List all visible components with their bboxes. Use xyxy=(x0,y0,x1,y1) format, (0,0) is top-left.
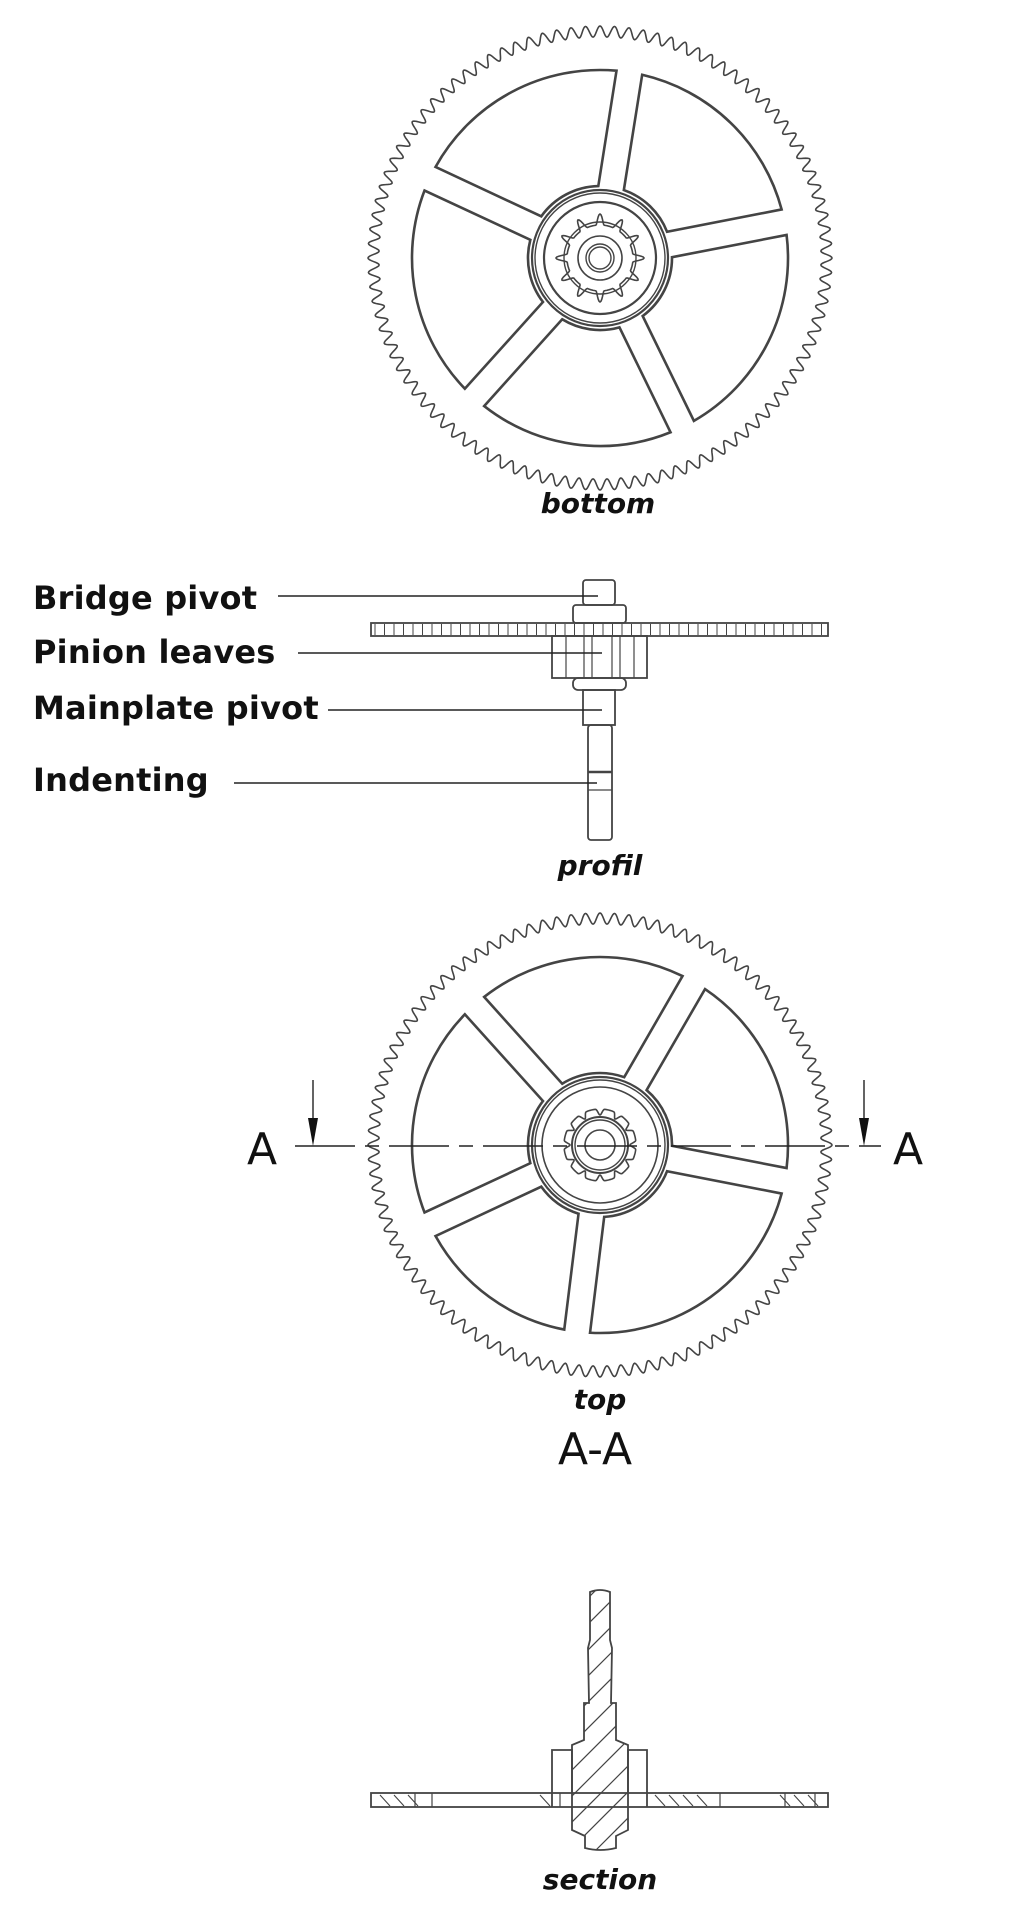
section-hatch xyxy=(668,1794,680,1807)
wheel-cutout xyxy=(588,1169,784,1335)
caption-bottom: bottom xyxy=(540,487,656,520)
arbor-ring-inner xyxy=(574,1119,626,1171)
section-hatch xyxy=(807,1794,819,1807)
wheel-cutout xyxy=(410,188,545,391)
section-view xyxy=(370,1589,829,1851)
section-hatch xyxy=(407,1794,419,1807)
section-hatch xyxy=(379,1794,391,1807)
top-view-gear xyxy=(367,912,833,1378)
hub-ring xyxy=(534,1079,666,1211)
section-hatch xyxy=(696,1794,708,1807)
arrow-head-right xyxy=(859,1118,869,1146)
pivot xyxy=(584,1129,616,1161)
caption-section: section xyxy=(542,1863,658,1896)
wheel-cutout xyxy=(622,73,784,234)
pinion-leaves xyxy=(563,1108,637,1182)
section-marker-right: A xyxy=(893,1124,924,1175)
caption-profil: profil xyxy=(557,849,643,882)
hub-outer xyxy=(530,188,670,328)
wheel-cutout xyxy=(482,955,685,1086)
caption-top: top xyxy=(573,1383,627,1416)
section-arbor xyxy=(571,1589,629,1851)
profile-mainplate-pivot xyxy=(582,689,616,726)
arbor-ring xyxy=(577,235,623,281)
wheel-cutout xyxy=(433,1185,580,1332)
section-hatch xyxy=(793,1794,805,1807)
profile-view xyxy=(370,579,829,841)
callout-leaders xyxy=(234,595,602,784)
wheel-cutout xyxy=(433,68,619,218)
callout-mainplate-pivot: Mainplate pivot xyxy=(33,689,319,727)
section-marker-left: A xyxy=(247,1124,278,1175)
arbor-ring xyxy=(571,1116,629,1174)
profile-gear-rim xyxy=(370,622,829,637)
callout-pinion-leaves: Pinion leaves xyxy=(33,633,276,671)
wheel-cutout xyxy=(644,987,790,1170)
section-arbor-hatch xyxy=(572,1590,628,1850)
section-hatch xyxy=(654,1794,666,1807)
section-hatch xyxy=(572,1590,628,1601)
section-hatch xyxy=(572,1590,628,1653)
pivot-inner xyxy=(588,246,612,270)
section-hatch xyxy=(572,1805,628,1850)
wheel-cutout xyxy=(641,233,790,423)
pivot-outer xyxy=(585,243,615,273)
section-hatch xyxy=(572,1649,628,1731)
section-hatch xyxy=(572,1675,628,1757)
section-hatch xyxy=(572,1753,628,1835)
pinion-root xyxy=(563,221,637,295)
callout-indenting: Indenting xyxy=(33,761,209,799)
gear-teeth xyxy=(367,912,833,1378)
hub-inner xyxy=(542,200,658,316)
profile-lower-collar xyxy=(572,677,627,691)
section-hatch xyxy=(572,1597,628,1679)
section-hatch xyxy=(572,1590,628,1627)
section-hatch xyxy=(393,1794,405,1807)
section-title: A-A xyxy=(558,1424,633,1475)
section-plate xyxy=(370,1792,829,1808)
bottom-view-gear xyxy=(367,25,833,491)
profile-bridge-pivot xyxy=(582,579,616,606)
hub-inner xyxy=(541,1086,659,1204)
hub-ring xyxy=(534,192,666,324)
wheel-cutout xyxy=(482,317,673,448)
section-hatch xyxy=(682,1794,694,1807)
section-hatch xyxy=(572,1623,628,1705)
section-collar xyxy=(551,1749,648,1807)
wheel-cutout xyxy=(410,1012,545,1215)
section-hatch xyxy=(539,1794,551,1807)
pinion-leaves xyxy=(554,212,646,304)
callout-bridge-pivot: Bridge pivot xyxy=(33,579,258,617)
gear-teeth xyxy=(367,25,833,491)
section-line-a-a xyxy=(295,1080,881,1147)
hub-outer xyxy=(530,1075,670,1215)
profile-upper-collar xyxy=(572,604,627,624)
arrow-head-left xyxy=(308,1118,318,1146)
